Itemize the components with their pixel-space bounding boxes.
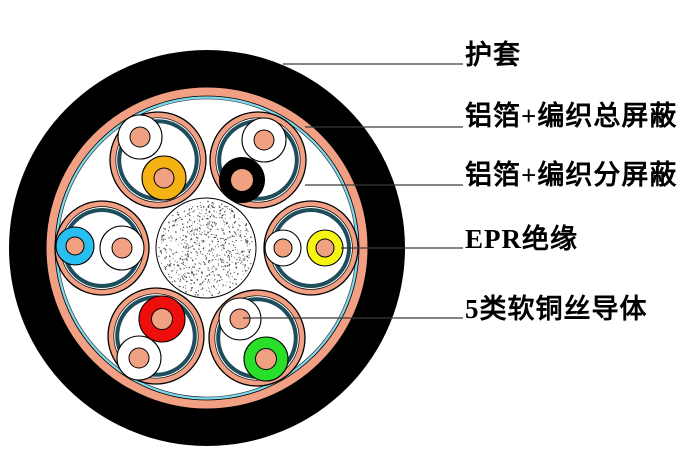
copper-conductor [315, 238, 335, 258]
pair-top-right [209, 111, 307, 209]
label-pair-shield: 铝箔+编织分屏蔽 [465, 160, 678, 190]
label-copper-conductor: 5类软铜丝导体 [465, 294, 648, 324]
copper-conductor [231, 169, 253, 191]
copper-conductor [253, 129, 275, 151]
label-epr-insulation: EPR绝缘 [465, 224, 578, 254]
center-filler [155, 197, 257, 299]
pair-left [54, 200, 150, 296]
copper-conductor [151, 308, 173, 330]
label-jacket: 护套 [465, 40, 521, 70]
pair-bottom-left [107, 287, 205, 385]
pair-top-left [109, 111, 207, 209]
pair-bottom-right [208, 289, 306, 387]
copper-conductor [273, 238, 293, 258]
copper-conductor [128, 347, 150, 369]
filler-stipple-dots [158, 200, 253, 297]
copper-conductor [229, 308, 251, 330]
label-overall-shield: 铝箔+编织总屏蔽 [465, 101, 678, 131]
copper-conductor [153, 167, 175, 189]
copper-conductor [65, 236, 85, 256]
pair-right [263, 200, 359, 296]
copper-conductor [111, 237, 133, 259]
copper-conductor [129, 126, 151, 148]
copper-conductor [255, 348, 277, 370]
